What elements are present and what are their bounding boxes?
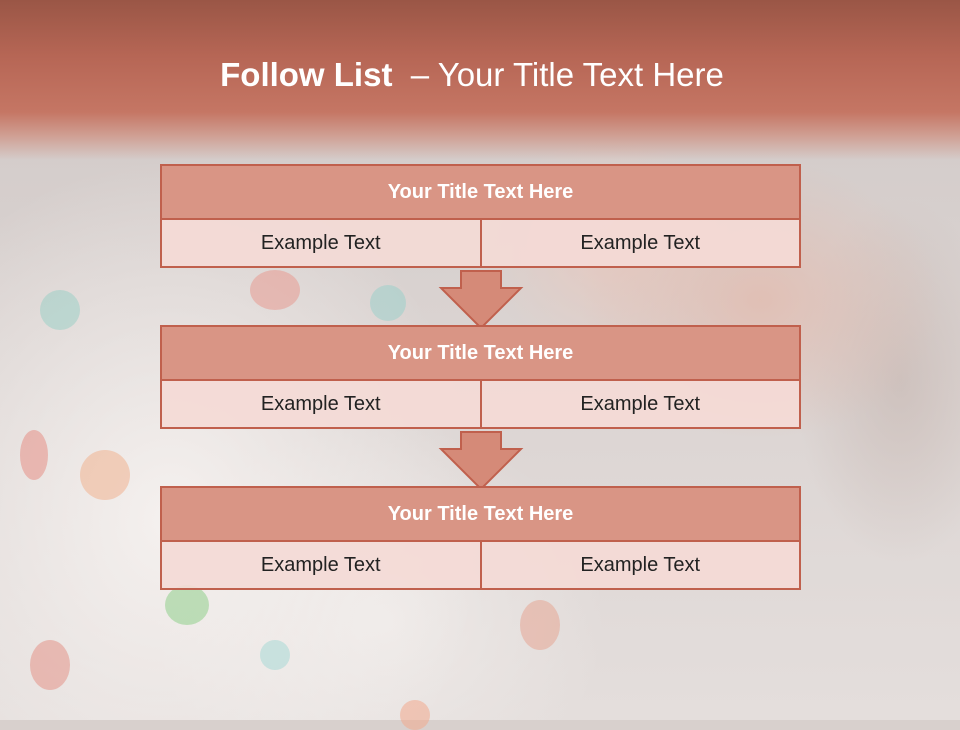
step-block: Your Title Text Here Example Text Exampl… [160, 164, 801, 268]
pattern-dot [250, 270, 300, 310]
pattern-dot [20, 430, 48, 480]
pattern-dot [370, 285, 406, 321]
page-title: Follow List – Your Title Text Here [0, 56, 944, 94]
pattern-dot [30, 640, 70, 690]
step-cell-left: Example Text [160, 379, 482, 429]
step-block: Your Title Text Here Example Text Exampl… [160, 325, 801, 429]
step-row: Example Text Example Text [160, 379, 801, 429]
step-cell-left: Example Text [160, 218, 482, 268]
step-cell-right: Example Text [479, 540, 801, 590]
pattern-dot [80, 450, 130, 500]
step-cell-right: Example Text [479, 379, 801, 429]
step-title: Your Title Text Here [160, 164, 801, 220]
page-title-strong: Follow List [220, 56, 393, 93]
pattern-dot [400, 700, 430, 730]
step-cell-right: Example Text [479, 218, 801, 268]
step-row: Example Text Example Text [160, 540, 801, 590]
title-banner [0, 0, 960, 160]
step-title: Your Title Text Here [160, 325, 801, 381]
page-title-rest: – Your Title Text Here [392, 56, 724, 93]
step-cell-left: Example Text [160, 540, 482, 590]
pattern-dot [520, 600, 560, 650]
down-arrow-icon [438, 431, 524, 491]
pattern-dot [260, 640, 290, 670]
down-arrow-icon [438, 270, 524, 330]
step-block: Your Title Text Here Example Text Exampl… [160, 486, 801, 590]
step-row: Example Text Example Text [160, 218, 801, 268]
step-title: Your Title Text Here [160, 486, 801, 542]
pattern-dot [40, 290, 80, 330]
pattern-dot [165, 585, 209, 625]
